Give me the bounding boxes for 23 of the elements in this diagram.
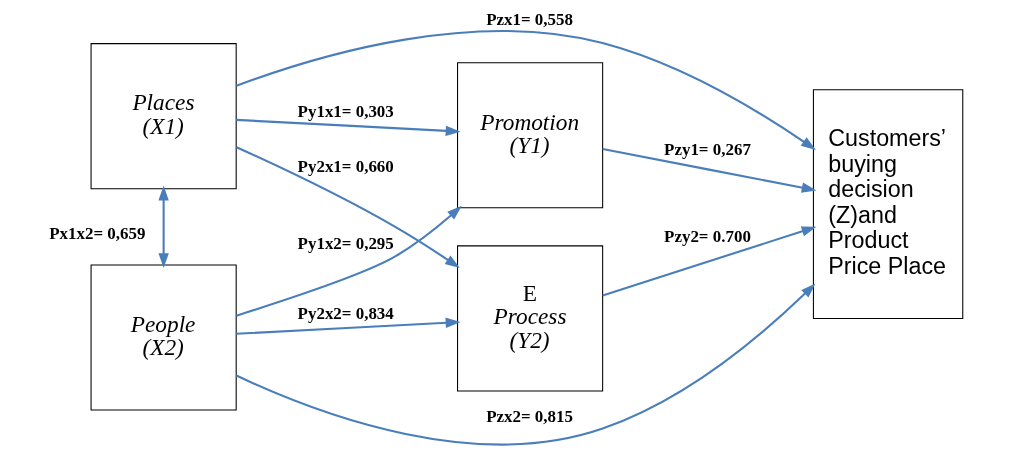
- edge-label: Py1x2= 0,295: [297, 234, 394, 254]
- node-box: Places (X1): [90, 43, 237, 190]
- node-box: Customers’ buying decision (Z)and Product Price Place: [812, 89, 963, 319]
- edge-label: Py2x2= 0,834: [297, 304, 394, 324]
- arrow: [157, 185, 169, 269]
- edge-label: Pzy2= 0.700: [663, 226, 751, 246]
- arrow: [235, 317, 461, 335]
- edge-label: Pzx1= 0,558: [485, 9, 573, 29]
- edge-label: Px1x2= 0,659: [48, 223, 145, 243]
- node-box: Promotion (Y1): [456, 62, 603, 209]
- edge-label: Py2x1= 0,660: [297, 157, 394, 177]
- arrow: [235, 283, 815, 446]
- node-box: E Process (Y2): [456, 245, 603, 392]
- arrow: [235, 118, 461, 137]
- arrow: [601, 226, 816, 297]
- edge-label: Pzy1= 0,267: [663, 140, 751, 160]
- edge-label: Pzx2= 0,815: [485, 407, 573, 427]
- arrow: [235, 146, 460, 269]
- arrow: [235, 30, 816, 150]
- edge-label: Py1x1= 0,303: [297, 102, 394, 121]
- node-box: People (X2): [90, 264, 237, 411]
- arrow: [602, 148, 817, 193]
- arrow: [235, 205, 462, 317]
